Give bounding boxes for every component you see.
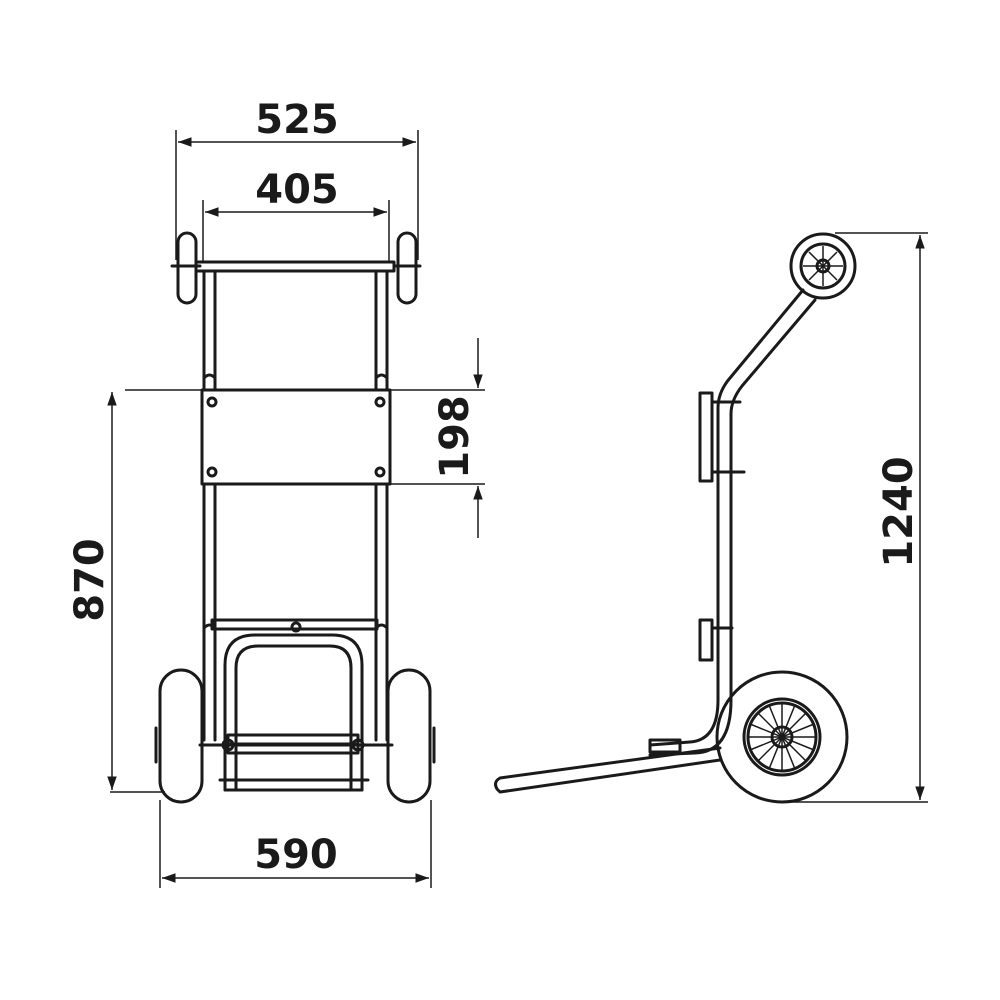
lower-cradle [210,618,379,792]
side-view [494,232,857,804]
dimension-870-label: 870 [67,538,113,622]
side-main-wheel [715,670,849,804]
mounting-plate [200,388,392,486]
dimension-525-label: 525 [255,97,339,143]
front-left-wheel [154,668,204,804]
frame-rails [202,269,389,742]
front-view [154,231,436,804]
top-left-small-wheel [176,231,198,305]
dimension-lines [107,130,928,888]
dimension-1240-label: 1240 [876,456,922,567]
top-right-small-wheel [396,231,418,305]
dimension-590-label: 590 [254,832,338,878]
dimension-198-label: 198 [432,395,478,479]
dimension-405-label: 405 [255,167,339,213]
side-top-wheel [789,232,857,300]
top-handle-bar [194,260,396,273]
front-right-wheel [386,668,436,804]
